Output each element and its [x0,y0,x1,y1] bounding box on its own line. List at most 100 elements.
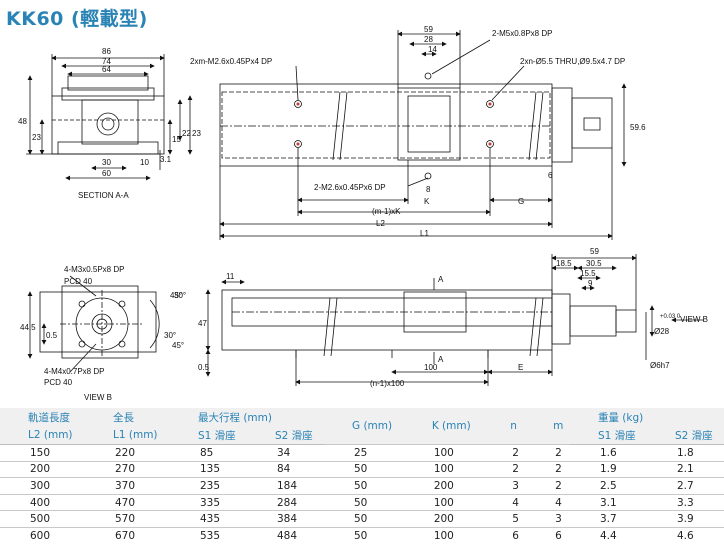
table-cell: 3 [525,510,570,528]
dim-14-top: 14 [428,45,437,54]
header-rail-length: 軌道長度 [0,408,85,426]
table-cell: 284 [246,493,324,511]
dim-18-5: 18.5 [556,259,572,268]
table-cell: 100 [403,444,483,462]
table-cell: 50 [323,493,404,511]
table-cell: 200 [403,510,483,528]
header-m: m [525,408,570,445]
table-cell: 384 [246,510,324,528]
table-cell: 25 [323,444,404,462]
dim-10: 10 [140,158,149,167]
table-cell: 484 [246,526,324,544]
header-rail-length-unit: L2 (mm) [0,426,85,445]
dim-86: 86 [102,47,111,56]
table-cell: 4.4 [569,526,647,544]
header-total-length-unit: L1 (mm) [85,426,170,445]
table-cell: 400 [0,493,85,511]
header-max-stroke: 最大行程 (mm) [170,408,324,426]
table-cell: 2.1 [646,460,724,478]
callout-pcd40-top: PCD 40 [64,277,93,286]
dim-15-5: 15.5 [580,269,596,278]
table-cell: 1.8 [646,444,724,462]
dim-64: 64 [102,65,111,74]
table-cell: 270 [85,460,170,478]
dim-e: E [518,363,523,372]
callout-m4: 4-M4x0.7Px8 DP [44,367,104,376]
side-view [205,254,704,386]
dim-0-5-vb: 0.5 [46,331,58,340]
dim-l2: L2 [376,219,385,228]
header-g: G (mm) [323,408,404,445]
dim-m1k: (m-1)xK [372,207,401,216]
table-cell: 3.9 [646,510,724,528]
page-title: KK60 (輕載型) [6,8,148,30]
table-cell: 535 [170,526,247,544]
table-cell: 50 [323,510,404,528]
spec-table: 軌道長度 全長 最大行程 (mm) G (mm) K (mm) n m 重量 (… [0,408,724,544]
header-n: n [482,408,526,445]
table-cell: 2 [482,460,526,478]
view-b [27,275,160,373]
section-a-a-label: SECTION A-A [78,191,129,200]
dim-59-side: 59 [590,247,599,256]
header-stroke-s1: S1 滑座 [170,426,247,445]
callout-m2-6-lower: 2-M2.6x0.45Px6 DP [314,183,386,192]
dim-n1x100: (n-1)x100 [370,379,405,388]
callout-through-hole: 2xn-Ø5.5 THRU,Ø9.5x4.7 DP [520,57,625,66]
table-cell: 200 [403,477,483,495]
table-cell: 84 [246,460,324,478]
table-cell: 4 [525,493,570,511]
dim-dia-28: Ø28 [654,327,670,336]
dim-l1: L1 [420,229,429,238]
header-weight-s2: S2 滑座 [646,426,724,445]
dim-59-top: 59 [424,25,433,34]
view-b-arrow-label: VIEW B [680,315,708,324]
section-marker-a-bottom: A [438,355,444,364]
dim-22: 22 [182,129,191,138]
dim-100: 100 [424,363,438,372]
table-cell: 1.9 [569,460,647,478]
dim-59-6: 59.6 [630,123,646,132]
table-cell: 2 [482,444,526,462]
table-cell: 3 [482,477,526,495]
table-cell: 135 [170,460,247,478]
table-cell: 235 [170,477,247,495]
table-cell: 100 [403,526,483,544]
dim-45-deg-b: 45° [172,341,184,350]
technical-drawing: 2xm-M2.6x0.45Px4 DP 2-M5x0.8Px8 DP 2xn-Ø… [18,25,708,402]
table-cell: 335 [170,493,247,511]
table-cell: 2 [525,460,570,478]
dim-30-deg-b: 30° [174,291,186,300]
table-cell: 435 [170,510,247,528]
dim-tolerance: +0.03 0 [660,314,681,320]
header-weight-s1: S1 滑座 [569,426,647,445]
table-cell: 3.1 [569,493,647,511]
dim-30: 30 [102,158,111,167]
dim-6: 6 [548,171,553,180]
dim-44-5: 44.5 [20,323,36,332]
table-cell: 600 [0,526,85,544]
dim-8: 8 [426,185,431,194]
table-cell: 85 [170,444,247,462]
table-cell: 370 [85,477,170,495]
table-cell: 300 [0,477,85,495]
table-cell: 2.5 [569,477,647,495]
table-cell: 50 [323,526,404,544]
dim-74: 74 [102,57,111,66]
table-cell: 500 [0,510,85,528]
dim-11: 11 [226,272,235,281]
dim-9: 9 [588,279,593,288]
table-cell: 4.6 [646,526,724,544]
dim-45-deg: 45° [170,291,182,300]
dim-23b: 23 [192,129,201,138]
view-b-label: VIEW B [84,393,112,402]
header-total-length: 全長 [85,408,170,426]
table-cell: 34 [246,444,324,462]
callout-pcd40-bottom: PCD 40 [44,378,73,387]
table-cell: 100 [403,493,483,511]
